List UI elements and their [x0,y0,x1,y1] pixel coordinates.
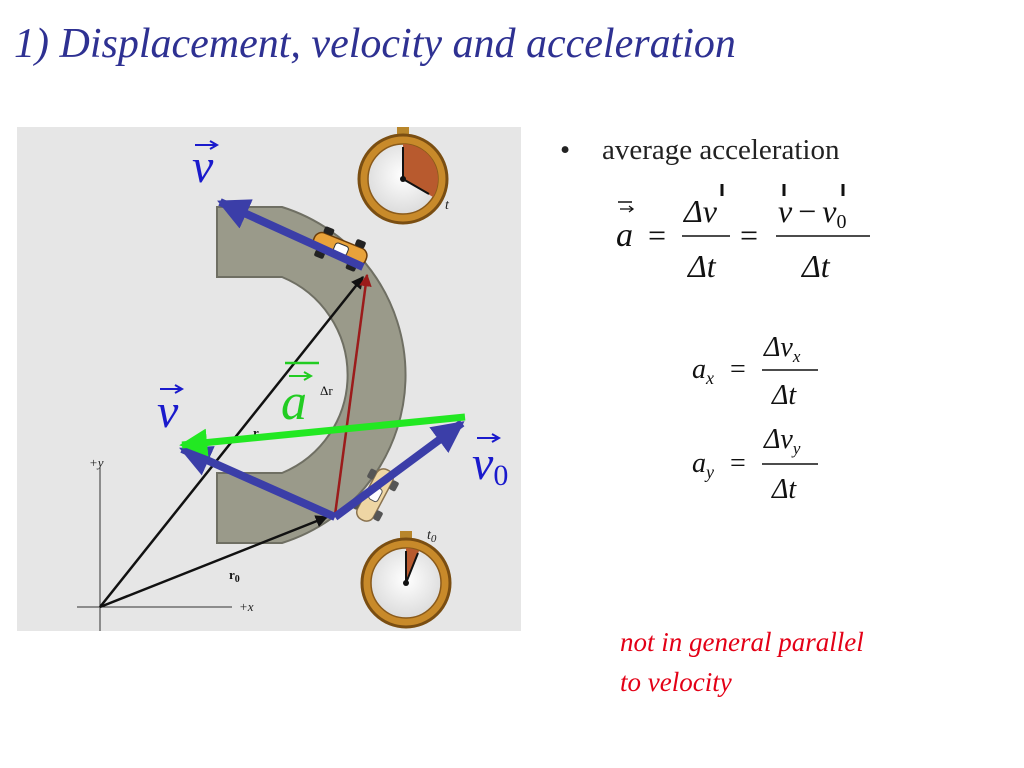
label-a-text: a [281,374,307,431]
bullet-text: average acceleration [602,134,840,166]
velocity-vector-v0 [332,419,465,521]
note-line-2: to velocity [620,667,732,697]
label-v0-text: v0 [472,437,508,492]
eq-ax-den: Δt [771,380,797,411]
note-not-parallel: not in general parallel to velocity [620,622,864,702]
label-v-left-text: v [157,385,179,438]
eq-ax-equals: = [730,354,746,385]
eq-main-equals-1: = [648,217,666,253]
label-r: r [253,425,259,440]
position-vector-r0 [99,515,329,609]
eq-main-lhs: a [616,217,633,254]
eq-ay-equals: = [730,448,746,479]
bullet-average-acceleration: • average acceleration [560,134,839,167]
clock-top-label: t [445,198,450,213]
eq-main-equals-2: = [740,217,758,253]
displacement-vector [333,273,372,516]
axis-x-label: +x [239,599,254,614]
velocity-vector-top [217,198,365,271]
acceleration-vector [179,413,466,457]
eq-main-den2: Δt [800,248,831,284]
stopwatch-bottom: t0 [360,528,452,629]
label-a: a [281,361,319,431]
equation-average-acceleration: a = Δv Δt = v−v0 Δt [616,184,870,284]
bullet-marker: • [560,134,571,166]
equation-ay: ay = Δvy Δt [692,424,818,505]
eq-main-num2: v−v0 [778,193,846,233]
label-v-top: v [192,140,220,193]
axis-y-label: +y [89,455,104,470]
motion-diagram: +y +x r Δr r0 v v [17,127,521,631]
eq-ay-num: Δvy [763,424,801,458]
label-v-top-text: v [192,140,214,193]
slide-title: 1) Displacement, velocity and accelerati… [14,21,736,67]
stopwatch-top: t [357,127,450,225]
eq-main-num1: Δv [682,193,718,229]
equation-ax: ax = Δvx Δt [692,332,818,411]
eq-ax-lhs: ax [692,354,714,388]
eq-main-den1: Δt [686,248,717,284]
clock-bottom-label: t0 [427,528,437,545]
eq-ay-lhs: ay [692,448,714,482]
label-v-left: v [157,384,185,438]
eq-ay-den: Δt [771,474,797,505]
label-r0: r0 [229,567,240,585]
velocity-vector-left [179,445,337,521]
label-v0: v0 [472,433,508,492]
eq-ax-num: Δvx [763,332,801,366]
track-road [216,206,407,544]
note-line-1: not in general parallel [620,627,864,657]
label-delta-r: Δr [320,383,333,398]
